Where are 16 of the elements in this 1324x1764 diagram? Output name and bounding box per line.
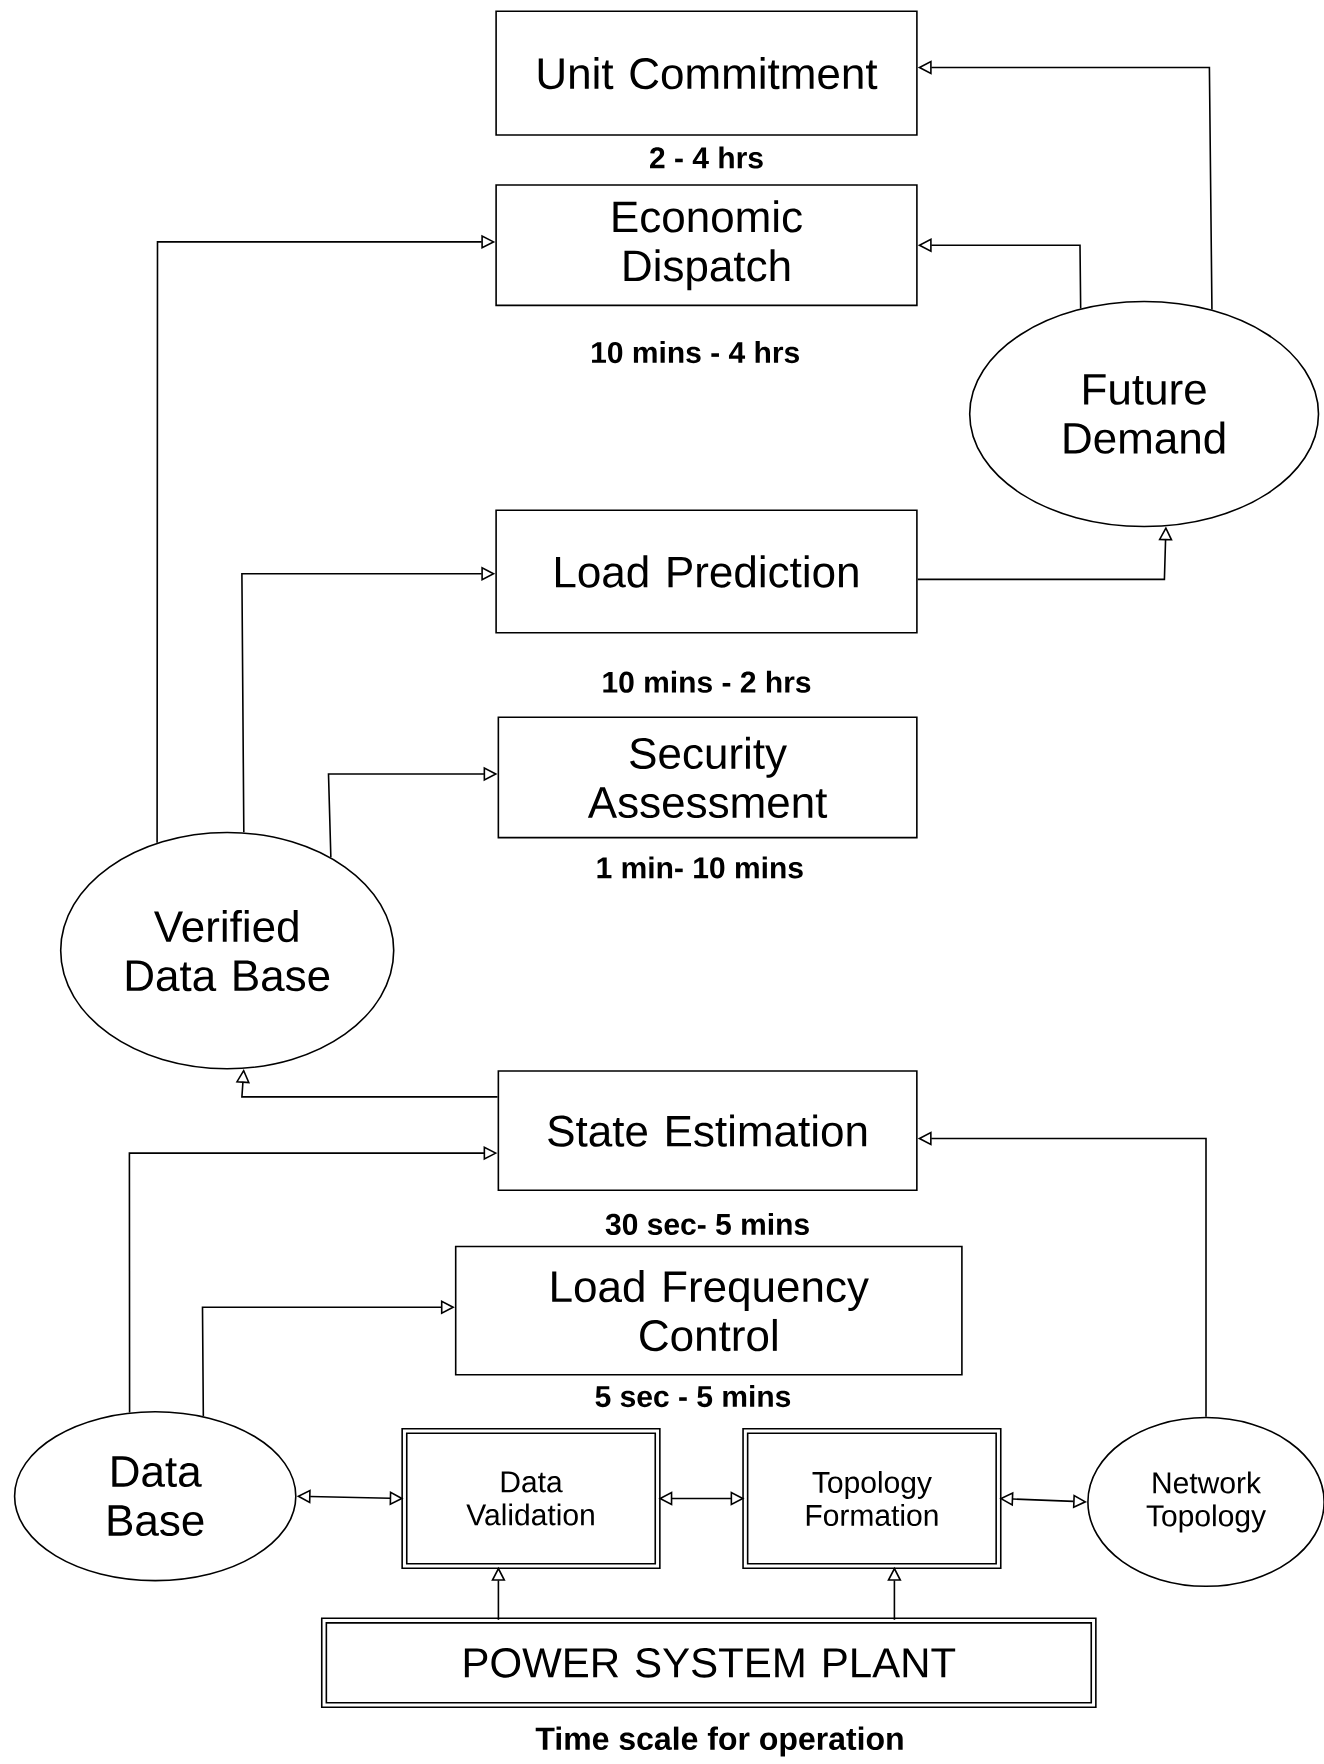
process-box: Topology Formation (742, 1427, 1002, 1570)
caption: Time scale for operation (535, 1726, 903, 1757)
process-box: Load Prediction (495, 509, 918, 634)
process-box: Security Assessment (497, 716, 918, 839)
time-label: 1 min- 10 mins (597, 856, 803, 879)
process-box: Economic Dispatch (495, 184, 918, 307)
process-box: State Estimation (497, 1070, 918, 1191)
time-label: 10 mins - 4 hrs (592, 341, 799, 364)
time-label: 10 mins - 2 hrs (603, 670, 811, 693)
time-label: 2 - 4 hrs (650, 146, 763, 169)
process-box: Load Frequency Control (454, 1245, 963, 1376)
process-box: Unit Commitment (495, 10, 918, 136)
process-box: Data Validation (401, 1427, 661, 1570)
process-box: POWER SYSTEM PLANT (320, 1617, 1097, 1709)
time-label: 5 sec - 5 mins (595, 1385, 791, 1408)
time-label: 30 sec- 5 mins (605, 1213, 809, 1236)
